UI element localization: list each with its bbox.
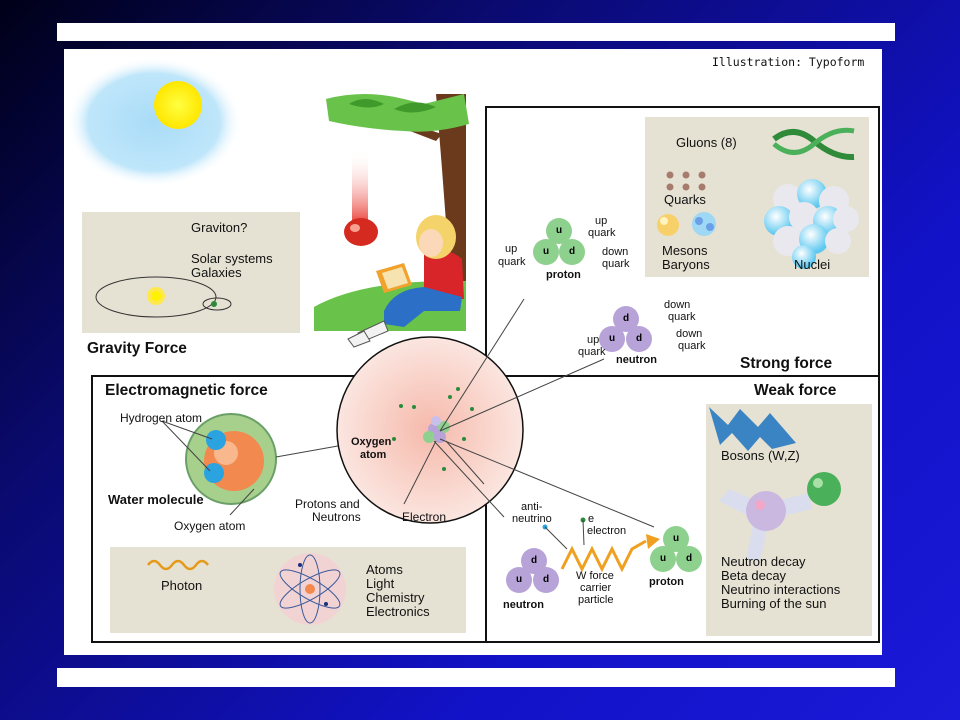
gravity-force-title: Gravity Force: [87, 340, 187, 357]
electronics-label: Electronics: [366, 604, 430, 619]
sky-glow: [66, 57, 242, 187]
bottom-white-bar: [57, 668, 895, 687]
quark-d: d: [530, 555, 538, 566]
proton-down-quark-2: quark: [602, 258, 630, 270]
quark-d: d: [685, 553, 693, 564]
quark-d: d: [542, 574, 550, 585]
forces-illustration: Illustration: Typoform Graviton? Solar s…: [64, 49, 882, 655]
light-label: Light: [366, 576, 395, 591]
protons-neutrons-label-1: Protons and: [295, 497, 360, 511]
credit-text: Illustration: Typoform: [712, 55, 865, 69]
quark-u: u: [659, 553, 667, 564]
neutron-label: neutron: [616, 354, 657, 366]
galaxies-label: Galaxies: [191, 265, 242, 280]
neutrino-interactions-label: Neutrino interactions: [721, 582, 841, 597]
illustration-graphics: [66, 57, 880, 643]
w-force-label-2: carrier: [580, 582, 612, 594]
quarks-label: Quarks: [664, 192, 706, 207]
oxygen-atom-label: Oxygen atom: [174, 519, 246, 533]
weak-neutron-label: neutron: [503, 599, 544, 611]
nuclei-label: Nuclei: [794, 257, 831, 272]
electron-label: Electron: [402, 510, 447, 524]
proton-up-quark-b-2: quark: [498, 256, 526, 268]
proton-up-quark-a-2: quark: [588, 227, 616, 239]
oxygen-atom-center-1: Oxygen: [351, 436, 392, 448]
chemistry-label: Chemistry: [366, 590, 425, 605]
neutron-up-quark-2: quark: [578, 346, 606, 358]
top-white-bar: [57, 23, 895, 41]
weak-proton-label: proton: [649, 576, 684, 588]
neutron-decay-label: Neutron decay: [721, 554, 806, 569]
proton-down-quark-1: down: [602, 246, 629, 258]
w-force-label-1: W force: [576, 570, 614, 582]
oxygen-atom-center-2: atom: [360, 449, 387, 461]
quark-d: d: [622, 313, 630, 324]
graviton-label: Graviton?: [191, 220, 248, 235]
proton-up-quark-a-1: up: [595, 215, 608, 227]
w-force-label-3: particle: [578, 594, 614, 606]
antineutrino-label-2: neutrino: [512, 513, 552, 525]
quark-u: u: [515, 574, 523, 585]
quark-u: u: [608, 333, 616, 344]
antineutrino-label-1: anti-: [521, 501, 543, 513]
bosons-label: Bosons (W,Z): [721, 448, 800, 463]
weak-electron-label: electron: [587, 525, 627, 537]
electromagnetic-force-title: Electromagnetic force: [105, 382, 268, 399]
beta-decay-label: Beta decay: [721, 568, 787, 583]
photon-label: Photon: [161, 578, 203, 593]
protons-neutrons-label-2: Neutrons: [312, 510, 361, 524]
proton-label: proton: [546, 269, 581, 281]
quark-u: u: [542, 246, 550, 257]
mesons-label: Mesons: [662, 243, 708, 258]
sun: [154, 81, 202, 129]
gluons-label: Gluons (8): [676, 135, 737, 150]
water-molecule-label: Water molecule: [108, 492, 204, 507]
strong-force-title: Strong force: [740, 355, 833, 372]
hydrogen-atom-label: Hydrogen atom: [120, 411, 203, 425]
neutron-down-quark-b-2: quark: [678, 340, 706, 352]
burning-of-the-sun-label: Burning of the sun: [721, 596, 827, 611]
quark-u: u: [555, 225, 563, 236]
baryons-label: Baryons: [662, 257, 710, 272]
atoms-label: Atoms: [366, 562, 403, 577]
solar-systems-label: Solar systems: [191, 251, 273, 266]
weak-force-title: Weak force: [754, 382, 837, 399]
neutron-down-quark-b-1: down: [676, 328, 703, 340]
e-label: e: [588, 513, 595, 525]
quark-u: u: [672, 533, 680, 544]
quark-d: d: [635, 333, 643, 344]
neutron-down-quark-a-2: quark: [668, 311, 696, 323]
proton-up-quark-b-1: up: [505, 243, 518, 255]
quark-d: d: [568, 246, 576, 257]
neutron-down-quark-a-1: down: [664, 299, 691, 311]
neutron-up-quark-1: up: [587, 334, 600, 346]
